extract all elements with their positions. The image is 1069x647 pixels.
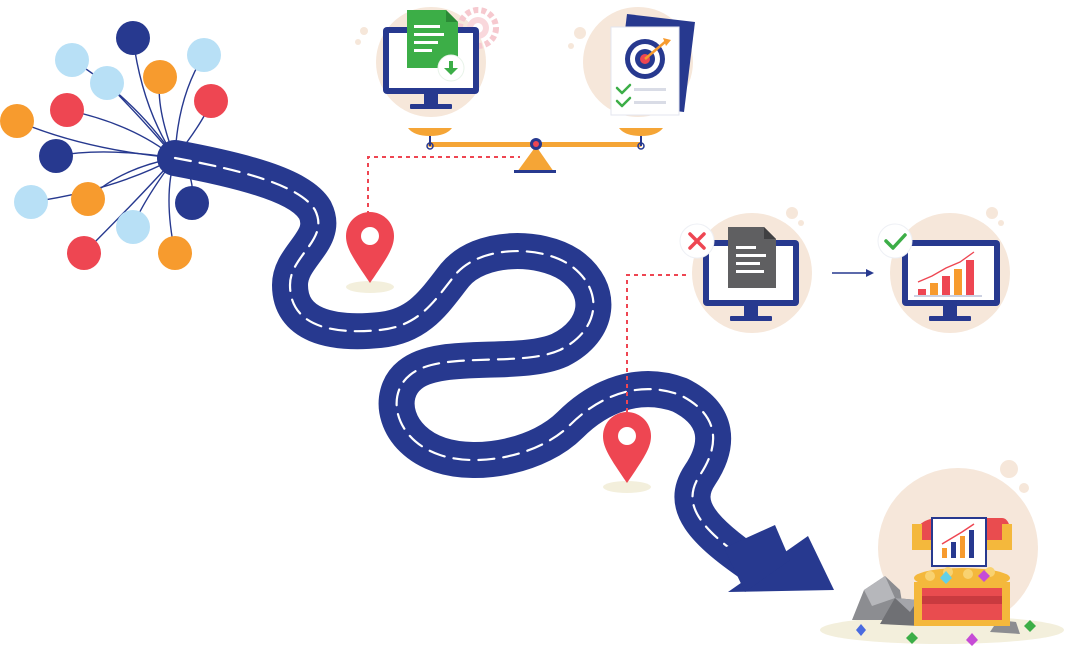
download-icon (437, 54, 465, 82)
network-node (71, 182, 105, 216)
arrow-right-icon (832, 269, 874, 277)
check-icon (877, 223, 913, 259)
checklist-icon (615, 83, 666, 108)
network-node (194, 84, 228, 118)
monitor-download-document-icon (355, 7, 499, 117)
monitor-rejected-document-icon (679, 207, 812, 333)
gems-icon (856, 570, 1036, 646)
winding-road (157, 140, 834, 592)
network-node (175, 186, 209, 220)
network-node (55, 43, 89, 77)
network-node (67, 236, 101, 270)
network-node (116, 21, 150, 55)
location-pin-icon (603, 412, 651, 493)
treasure-chest-icon (820, 460, 1064, 646)
network-cluster-icon (0, 21, 228, 270)
close-icon (679, 223, 715, 259)
network-node (187, 38, 221, 72)
target-report-icon (568, 7, 695, 117)
location-pin-icon (346, 212, 394, 293)
network-node (0, 104, 34, 138)
balance-scale-icon (408, 128, 663, 173)
network-node (158, 236, 192, 270)
network-node (116, 210, 150, 244)
monitor-approved-chart-icon (877, 207, 1010, 333)
road-surface (157, 140, 778, 588)
network-node (90, 66, 124, 100)
network-node (39, 139, 73, 173)
bar-chart-icon (914, 251, 982, 297)
network-node (143, 60, 177, 94)
rocks-icon (852, 576, 1020, 634)
road-lane-markings (173, 156, 762, 572)
dashed-connectors (367, 156, 690, 420)
network-node (50, 93, 84, 127)
target-icon (625, 38, 671, 79)
network-node (14, 185, 48, 219)
